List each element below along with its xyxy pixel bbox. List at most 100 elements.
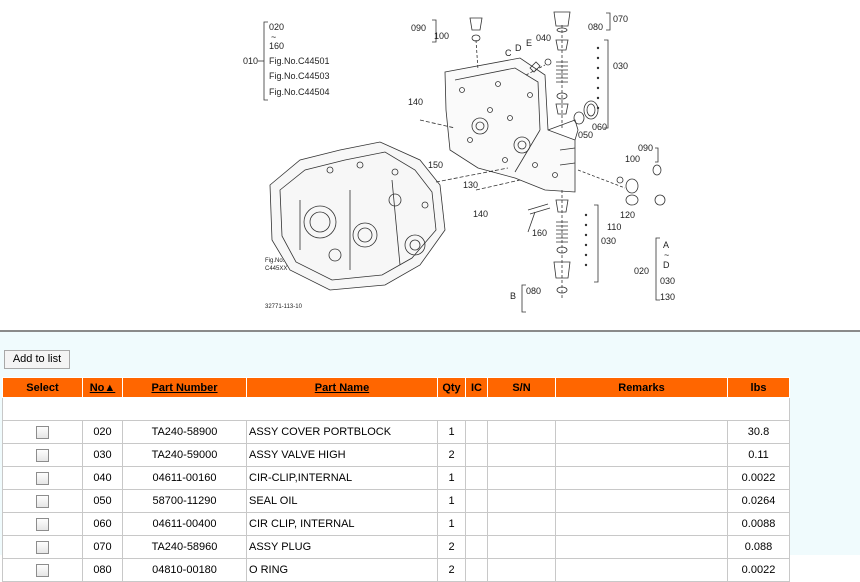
- sort-by-no-link[interactable]: No▲: [89, 381, 116, 394]
- qty-cell: 2: [437, 443, 466, 467]
- select-checkbox[interactable]: [36, 563, 49, 577]
- callout-140-upper: 140: [408, 97, 423, 107]
- part-name-cell: SEAL OIL: [246, 489, 438, 513]
- callout-110: 110: [607, 222, 621, 232]
- sn-cell: [487, 443, 556, 467]
- table-spacer: [2, 397, 790, 421]
- ic-cell: [465, 420, 488, 444]
- select-checkbox[interactable]: [36, 471, 49, 485]
- sn-cell: [487, 558, 556, 582]
- callout-030-upper: 030: [613, 61, 628, 71]
- col-header-remarks: Remarks: [555, 377, 728, 398]
- part-number-cell: TA240-59000: [122, 443, 247, 467]
- parts-diagram: 020 ~ 160 010 Fig.No.C44501 Fig.No.C4450…: [243, 11, 676, 313]
- ic-cell: [465, 535, 488, 559]
- callout-d: D: [515, 43, 522, 53]
- callout-030-lower: 030: [601, 236, 616, 246]
- remarks-cell: [555, 443, 728, 467]
- callout-100-right: 100: [625, 154, 640, 164]
- sort-by-part-name-link[interactable]: Part Name: [314, 381, 370, 394]
- callout-080-lower: 080: [526, 286, 541, 296]
- remarks-cell: [555, 512, 728, 536]
- no-cell: 070: [82, 535, 123, 559]
- part-name-cell: ASSY VALVE HIGH: [246, 443, 438, 467]
- part-number-cell: 58700-11290: [122, 489, 247, 513]
- sort-by-part-number-link[interactable]: Part Number: [151, 381, 218, 394]
- lbs-cell: 0.088: [727, 535, 790, 559]
- part-number-cell: TA240-58900: [122, 420, 247, 444]
- fig-ref-c44504: Fig.No.C44504: [269, 87, 330, 97]
- callout-130-right: 130: [660, 292, 675, 302]
- callout-020: 020: [269, 22, 284, 32]
- add-to-list-button[interactable]: Add to list: [4, 350, 70, 369]
- table-header-row: Select No▲ Part Number Part Name Qty IC …: [2, 377, 790, 398]
- col-header-select: Select: [2, 377, 83, 398]
- sn-cell: [487, 466, 556, 490]
- col-header-part-number[interactable]: Part Number: [122, 377, 247, 398]
- no-cell: 080: [82, 558, 123, 582]
- fig-ref-c44503: Fig.No.C44503: [269, 71, 330, 81]
- callout-tilde-right: ~: [664, 250, 669, 260]
- parts-list-panel: Add to list Select No▲ Part Number Part …: [0, 332, 860, 582]
- drawing-code: 32771-113-10: [265, 304, 303, 310]
- section-divider: [0, 330, 860, 332]
- remarks-cell: [555, 558, 728, 582]
- callout-070: 070: [613, 14, 628, 24]
- callout-050: 050: [578, 130, 593, 140]
- sn-cell: [487, 535, 556, 559]
- remarks-cell: [555, 420, 728, 444]
- callout-080-upper: 080: [588, 22, 603, 32]
- fig-ref-c44501: Fig.No.C44501: [269, 56, 330, 66]
- callout-120: 120: [620, 210, 635, 220]
- select-checkbox[interactable]: [36, 494, 49, 508]
- callout-030-right: 030: [660, 276, 675, 286]
- ic-cell: [465, 558, 488, 582]
- qty-cell: 1: [437, 466, 466, 490]
- select-checkbox[interactable]: [36, 540, 49, 554]
- exploded-view-drawing: 020 ~ 160 010 Fig.No.C44501 Fig.No.C4450…: [243, 11, 675, 313]
- select-checkbox[interactable]: [36, 448, 49, 462]
- select-checkbox[interactable]: [36, 517, 49, 531]
- part-name-cell: O RING: [246, 558, 438, 582]
- lbs-cell: 0.0088: [727, 512, 790, 536]
- col-header-part-name[interactable]: Part Name: [246, 377, 438, 398]
- lbs-cell: 0.0022: [727, 558, 790, 582]
- col-header-ic: IC: [465, 377, 488, 398]
- lbs-cell: 0.11: [727, 443, 790, 467]
- callout-090-upper: 090: [411, 23, 426, 33]
- parts-table: Select No▲ Part Number Part Name Qty IC …: [2, 377, 790, 582]
- remarks-cell: [555, 466, 728, 490]
- ic-cell: [465, 489, 488, 513]
- callout-040: 040: [536, 33, 551, 43]
- callout-e: E: [526, 38, 532, 48]
- qty-cell: 2: [437, 558, 466, 582]
- select-cell: [2, 489, 83, 513]
- callout-a: A: [663, 240, 669, 250]
- sn-cell: [487, 512, 556, 536]
- no-cell: 060: [82, 512, 123, 536]
- select-cell: [2, 512, 83, 536]
- callout-160-bolt: 160: [532, 228, 547, 238]
- ic-cell: [465, 512, 488, 536]
- select-cell: [2, 558, 83, 582]
- callout-c: C: [505, 48, 512, 58]
- no-cell: 020: [82, 420, 123, 444]
- callout-020-right: 020: [634, 266, 649, 276]
- remarks-cell: [555, 535, 728, 559]
- select-checkbox[interactable]: [36, 425, 49, 439]
- callout-tilde: ~: [271, 32, 276, 42]
- part-name-cell: ASSY COVER PORTBLOCK: [246, 420, 438, 444]
- col-header-no[interactable]: No▲: [82, 377, 123, 398]
- part-number-cell: 04611-00400: [122, 512, 247, 536]
- part-name-cell: ASSY PLUG: [246, 535, 438, 559]
- no-cell: 040: [82, 466, 123, 490]
- callout-d-right: D: [663, 260, 670, 270]
- qty-cell: 1: [437, 512, 466, 536]
- callout-140-lower: 140: [473, 209, 488, 219]
- callout-100-upper: 100: [434, 31, 449, 41]
